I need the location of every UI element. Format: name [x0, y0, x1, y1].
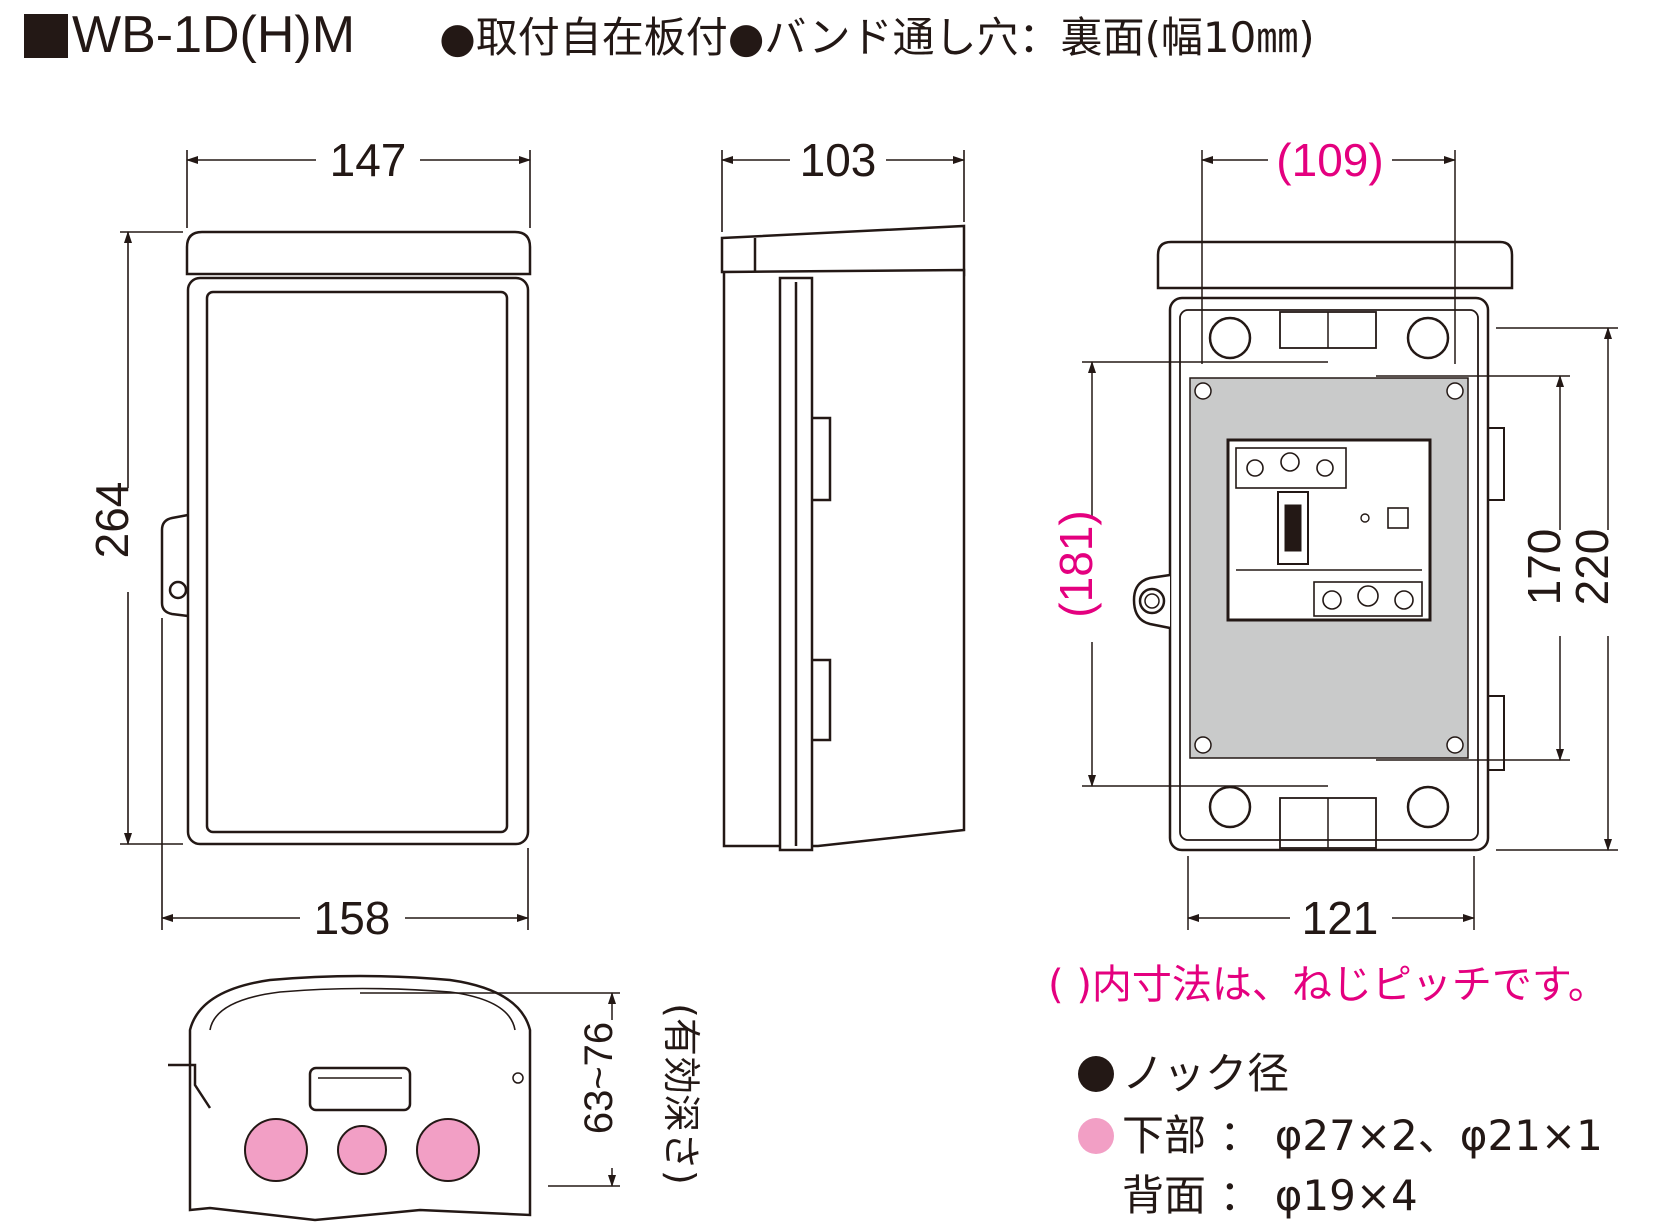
front-lock-hole — [168, 580, 188, 600]
side-dimension-lines — [721, 150, 965, 232]
dim-body-height: 220 — [1566, 529, 1618, 606]
model-name: WB-1D(H)M — [72, 6, 356, 64]
dim-inner-pitch-width: (109) — [1276, 134, 1383, 186]
knockout-27-right — [416, 1118, 480, 1182]
interior-view — [1132, 240, 1514, 852]
dim-inner-width: 121 — [1302, 892, 1379, 944]
knockout-27-left — [244, 1118, 308, 1182]
interior-lock-hole — [1138, 587, 1166, 615]
bullet-black-icon — [1078, 1056, 1114, 1092]
front-dimension-lines — [120, 150, 531, 930]
separator-colon: ： — [1206, 1111, 1275, 1160]
knockout-21-center — [337, 1125, 387, 1175]
bottom-view — [168, 974, 532, 1222]
knockout-bottom-row: 下部 ： φ27×2、φ21×1 — [1078, 1102, 1603, 1163]
separator-colon: ： — [1206, 1171, 1275, 1220]
pitch-note: ( )内寸法は、ねじピッチです。 — [1048, 962, 1608, 1008]
bottom-outline — [188, 974, 532, 1222]
side-clip-right-upper — [1488, 427, 1505, 501]
bottom-dimension-lines — [360, 992, 620, 1187]
header-spec: ●取付自在板付●バンド通し穴：裏面(幅10㎜) — [439, 13, 1315, 62]
dim-inner-pitch-height: (181) — [1050, 510, 1102, 617]
dim-side-depth: 103 — [800, 134, 877, 186]
knockout-title: ノック径 — [1122, 1049, 1290, 1098]
side-body — [722, 268, 966, 848]
header: WB-1D(H)M ●取付自在板付●バンド通し穴：裏面(幅10㎜) — [24, 4, 1315, 65]
front-view — [160, 230, 532, 846]
dim-front-width-top: 147 — [330, 134, 407, 186]
side-roof — [720, 224, 966, 277]
knockout-back-row: 背面 ： φ19×4 — [1122, 1162, 1418, 1223]
dim-front-width-bottom: 158 — [314, 892, 391, 944]
knockout-back-label: 背面 — [1122, 1171, 1207, 1220]
front-roof — [185, 230, 532, 276]
knockout-title-row: ノック径 — [1078, 1040, 1289, 1101]
front-window — [205, 290, 509, 834]
interior-hinge-tab — [1132, 573, 1171, 630]
breaker — [1226, 438, 1432, 622]
interior-dimension-lines — [1082, 150, 1618, 930]
bottom-band-slot — [308, 1066, 412, 1112]
back-knockouts — [1208, 316, 1450, 829]
header-square-icon — [24, 14, 68, 58]
effective-depth-label: (有効深さ) — [659, 1003, 703, 1185]
bullet-pink-icon — [1078, 1118, 1114, 1154]
side-clip-right-lower — [1488, 695, 1505, 771]
interior-roof — [1156, 240, 1514, 290]
dim-inner-height: 170 — [1518, 529, 1570, 606]
bottom-knockouts — [244, 1118, 480, 1182]
side-clip-lower — [812, 658, 832, 742]
knockout-back-value: φ19×4 — [1274, 1171, 1418, 1220]
knockout-bottom-value: φ27×2、φ21×1 — [1274, 1111, 1603, 1160]
side-view — [720, 224, 966, 852]
front-hinge-tab — [160, 513, 189, 618]
dim-effective-depth: 63~76 — [577, 1022, 621, 1134]
plate-screws — [1194, 382, 1464, 754]
front-door — [186, 276, 530, 846]
side-clip-upper — [812, 416, 832, 502]
knockout-bottom-label: 下部 — [1122, 1111, 1207, 1160]
dim-front-height: 264 — [86, 482, 138, 559]
